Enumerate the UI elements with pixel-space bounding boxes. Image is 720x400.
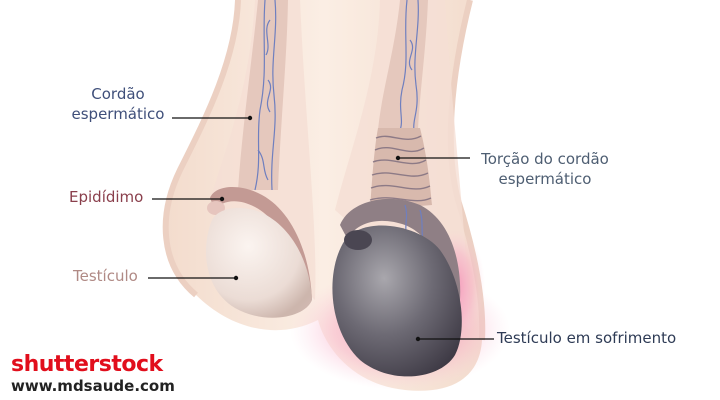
label-spermatic-cord-line2: espermático — [64, 104, 172, 124]
label-cord-torsion-line1: Torção do cordão — [470, 149, 620, 169]
site-url: www.mdsaude.com — [11, 377, 175, 395]
label-suffering-testicle: Testículo em sofrimento — [497, 328, 676, 348]
shutterstock-logo: shutterstock — [11, 353, 175, 377]
label-epididymis: Epidídimo — [69, 187, 143, 207]
label-cord-torsion: Torção do cordão espermático — [470, 149, 620, 189]
label-spermatic-cord-line1: Cordão — [64, 84, 172, 104]
label-spermatic-cord: Cordão espermático — [64, 84, 172, 124]
watermark: shutterstock www.mdsaude.com — [11, 353, 175, 395]
label-testicle: Testículo — [73, 266, 138, 286]
label-cord-torsion-line2: espermático — [470, 169, 620, 189]
